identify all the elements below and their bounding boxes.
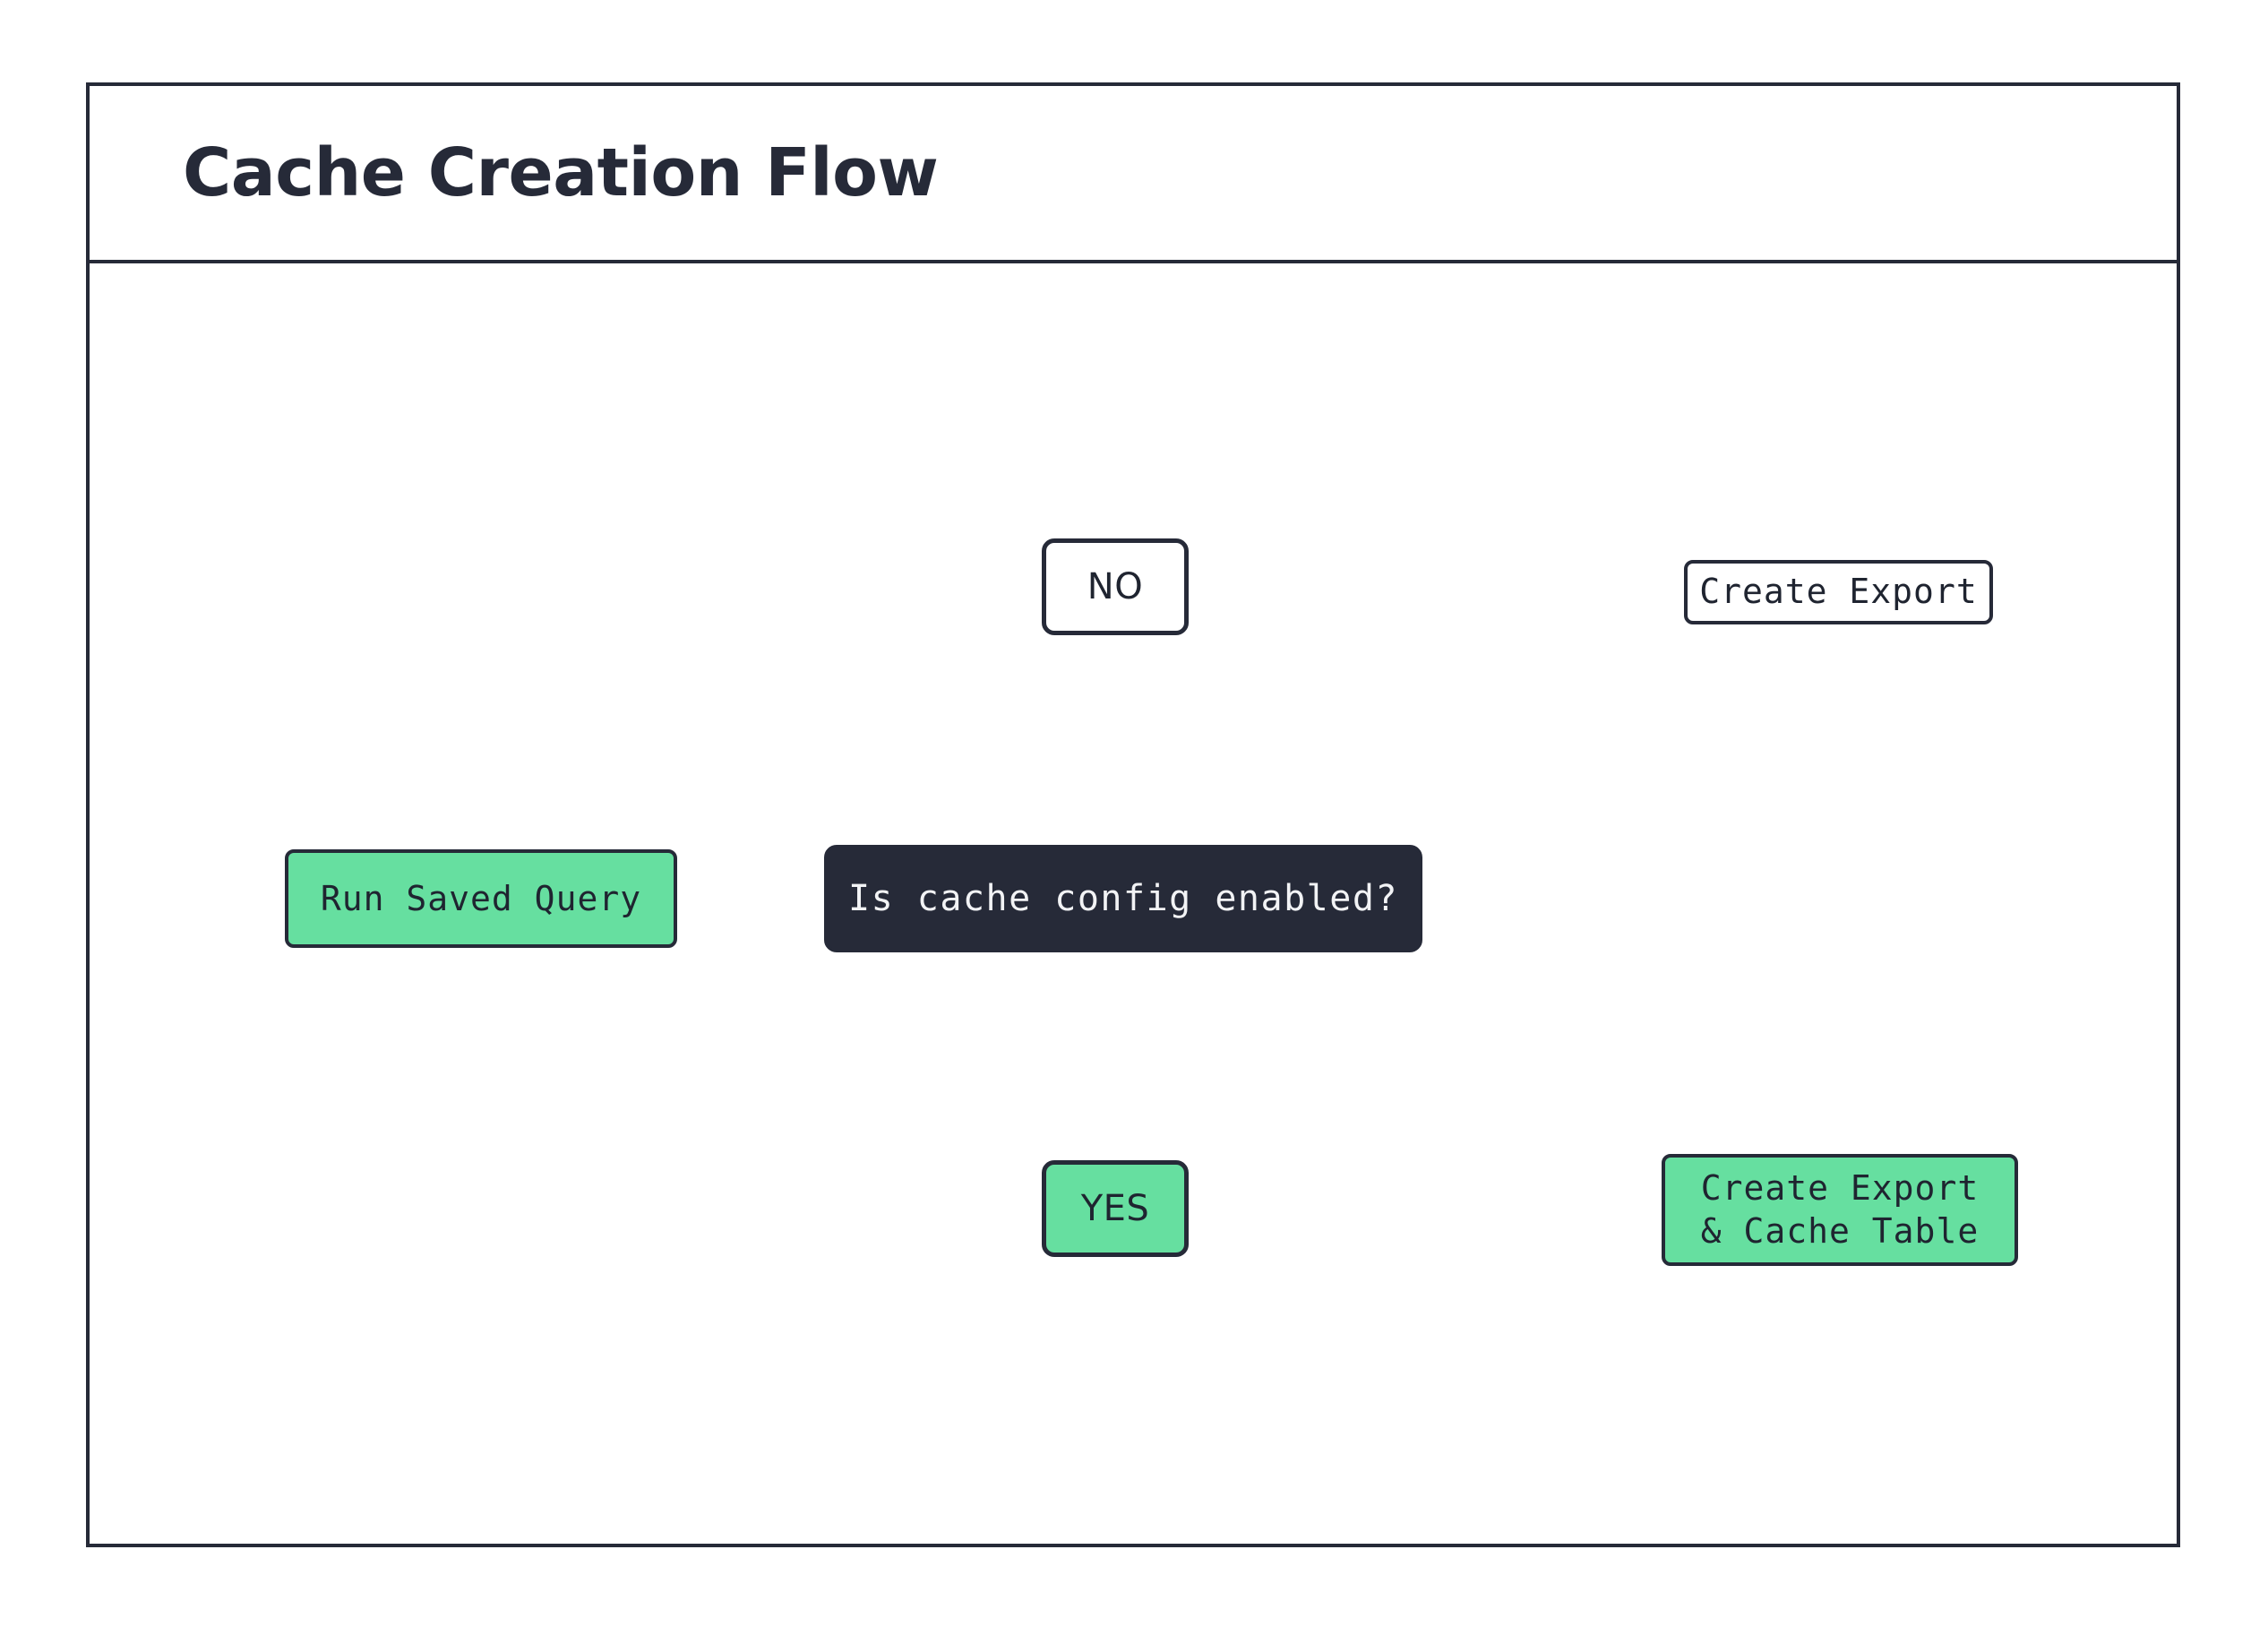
page-title: Cache Creation Flow: [183, 134, 939, 211]
node-run-saved-query[interactable]: Run Saved Query: [285, 849, 677, 948]
node-branch-no[interactable]: NO: [1042, 538, 1189, 635]
node-create-export[interactable]: Create Export: [1684, 560, 1993, 624]
diagram-frame: Cache Creation Flow: [86, 82, 2180, 1547]
node-branch-yes[interactable]: YES: [1042, 1160, 1189, 1257]
node-create-export-and-cache-table[interactable]: Create Export & Cache Table: [1662, 1154, 2018, 1266]
diagram-header: Cache Creation Flow: [90, 86, 2177, 263]
node-is-cache-config-enabled[interactable]: Is cache config enabled?: [824, 845, 1422, 952]
